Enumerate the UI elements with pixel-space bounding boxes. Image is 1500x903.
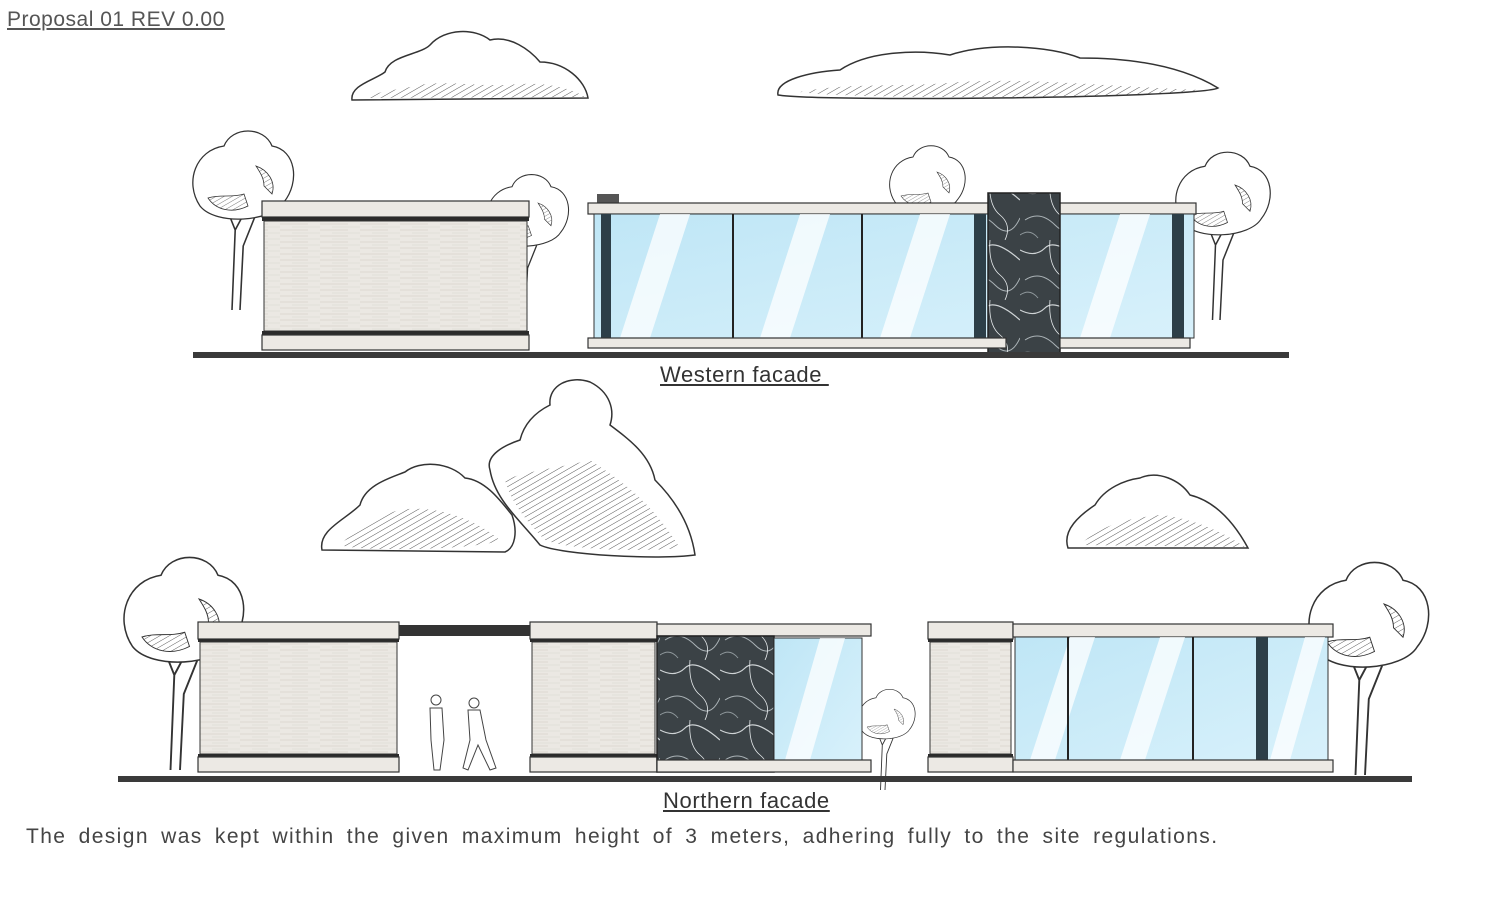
- west-stone-volume: [261, 200, 530, 351]
- cloud-north-left: [321, 463, 516, 553]
- north-volume-right: [927, 621, 1334, 773]
- north-stone-volume-center: [529, 621, 872, 773]
- west-ground-line: [193, 352, 1289, 358]
- northern-facade-caption: Northern facade: [663, 788, 830, 813]
- north-ground-line: [118, 776, 1412, 782]
- cloud-north-center: [488, 379, 696, 558]
- cloud-west-left: [351, 30, 589, 101]
- passage-beam: [399, 625, 530, 636]
- tree-north-2: [858, 688, 916, 791]
- cloud-north-right: [1066, 474, 1250, 549]
- revision-label: Proposal 01 REV 0.00: [7, 8, 225, 31]
- human-figures: [429, 694, 497, 771]
- design-note: The design was kept within the given max…: [26, 825, 1219, 848]
- west-glass-volume: [587, 192, 1197, 354]
- north-stone-volume-left: [197, 621, 400, 773]
- western-facade-caption: Western facade: [660, 362, 829, 387]
- cloud-west-right: [777, 46, 1220, 100]
